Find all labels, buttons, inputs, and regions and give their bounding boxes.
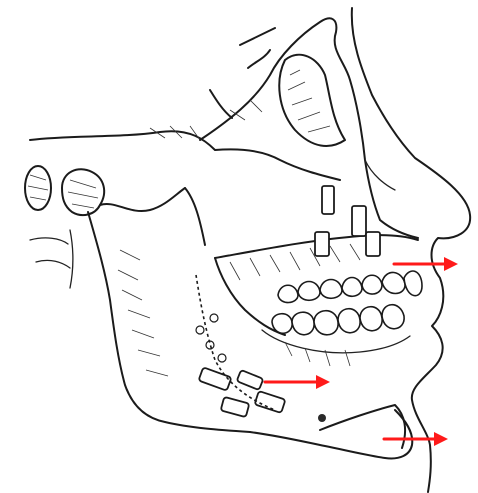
ramus-plate-1 bbox=[199, 367, 232, 390]
maxilla-plate-1 bbox=[315, 232, 329, 256]
chin-segment bbox=[320, 405, 405, 448]
arrow-maxilla bbox=[394, 257, 458, 271]
arrow-mandible bbox=[265, 375, 330, 389]
arrow-chin bbox=[384, 432, 448, 446]
ramus-screws bbox=[196, 314, 226, 362]
sigmoid-notch bbox=[100, 188, 185, 211]
maxilla-shading bbox=[230, 244, 360, 280]
maxilla-plate-2 bbox=[352, 206, 366, 236]
mandible-body bbox=[250, 410, 412, 458]
ramus-shading bbox=[118, 250, 168, 376]
maxilla-plate-4 bbox=[322, 186, 334, 214]
lower-teeth bbox=[272, 305, 404, 335]
coronoid bbox=[185, 188, 205, 245]
skull-base bbox=[210, 28, 275, 118]
zygomatic-arch bbox=[30, 131, 340, 180]
upper-teeth bbox=[278, 271, 422, 302]
orbit bbox=[279, 55, 345, 146]
cranial-outline bbox=[200, 18, 418, 238]
styloid-process bbox=[30, 230, 73, 288]
ear-canal-shading bbox=[28, 175, 48, 200]
mental-foramen bbox=[318, 414, 326, 422]
condyle-shading bbox=[68, 180, 98, 208]
ramus-plate-2 bbox=[221, 397, 250, 417]
ramus-plate-4 bbox=[237, 370, 264, 390]
ramus-plate-3 bbox=[255, 391, 286, 413]
maxilla-plate-3 bbox=[366, 232, 380, 256]
orbit-shading bbox=[288, 70, 330, 132]
